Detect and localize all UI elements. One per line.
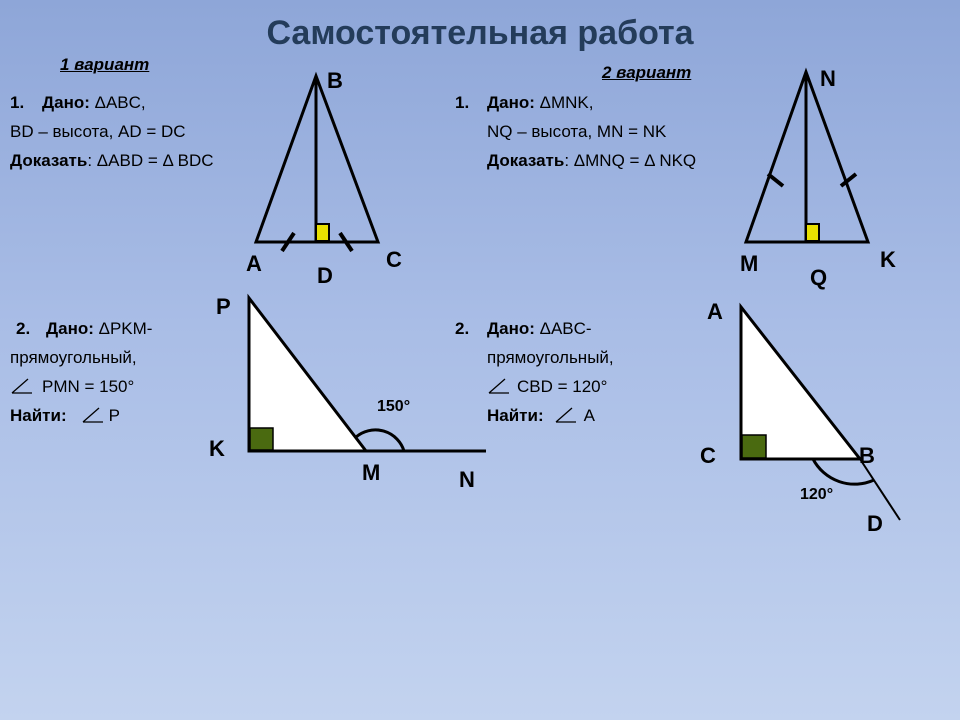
- prove-text: : ΔABD = Δ BDC: [87, 151, 214, 170]
- equal-tick-mn: [766, 172, 785, 188]
- figure-triangle-abc: B A C D: [246, 68, 402, 288]
- variant2-task2-line3: CBD = 120°: [455, 372, 614, 401]
- variant1-task1-line3: Доказать: ΔABD = Δ BDC: [10, 146, 214, 175]
- angle-arc-120: [811, 458, 875, 486]
- right-angle-mark: [741, 434, 767, 459]
- variant1-task1: 1. Дано: ΔABC, BD – высота, AD = DC Доказ…: [10, 88, 214, 175]
- variant2-task2-line4: Найти: A: [455, 401, 614, 430]
- given-label: Дано:: [42, 93, 90, 112]
- figure-triangle-mnk: N M K Q: [740, 66, 896, 290]
- task-number: 2.: [16, 319, 31, 338]
- variant1-task2-line4: Найти: P: [10, 401, 152, 430]
- variant2-task2-line1: 2. Дано: ΔABC-: [455, 314, 614, 343]
- label-p: P: [216, 294, 231, 319]
- task-number: 1.: [10, 93, 25, 112]
- given-text: ΔMNK,: [534, 93, 594, 112]
- label-m: M: [740, 251, 758, 276]
- given-text: ΔABC-: [534, 319, 592, 338]
- variant2-task1-line2: NQ – высота, MN = NK: [487, 122, 667, 141]
- triangle-abc-right: [739, 302, 864, 461]
- variant1-task2: 2.Дано: ΔPKM- прямоугольный, PMN = 150° …: [10, 314, 152, 430]
- angle-icon: [11, 378, 32, 394]
- find-text: A: [583, 406, 595, 425]
- variant1-task2-line1: 2. Дано: ΔPKM-: [10, 314, 152, 343]
- variant2-task1: 1. Дано: ΔMNK, NQ – высота, MN = NK Доказ…: [455, 88, 696, 175]
- given-text: ΔPKM-: [93, 319, 153, 338]
- variant1-heading: 1 вариант: [60, 55, 150, 74]
- label-m: M: [362, 460, 380, 485]
- angle-value-150: 150°: [377, 398, 410, 415]
- label-a: A: [707, 299, 723, 324]
- task-number: 2.: [455, 319, 470, 338]
- given-label: Дано:: [46, 319, 94, 338]
- angle-text: PMN = 150°: [42, 377, 135, 396]
- label-q: Q: [810, 265, 827, 290]
- variant1-task1-line1: 1. Дано: ΔABC,: [10, 88, 214, 117]
- given-label: Дано:: [487, 319, 535, 338]
- task-number: 1.: [455, 93, 470, 112]
- prove-label: Доказать: [487, 151, 565, 170]
- label-a: A: [246, 251, 262, 276]
- angle-icon: [555, 407, 576, 423]
- right-angle-mark: [315, 223, 330, 242]
- label-b: B: [859, 443, 875, 468]
- page-title: Самостоятельная работа: [266, 14, 694, 52]
- find-label: Найти:: [487, 406, 544, 425]
- angle-text: CBD = 120°: [517, 377, 608, 396]
- angle-arc-150: [355, 428, 406, 452]
- prove-text: : ΔMNQ = Δ NKQ: [564, 151, 697, 170]
- variant1-task1-line2: BD – высота, AD = DC: [10, 122, 186, 141]
- equal-tick-ad: [280, 231, 296, 253]
- figure-triangle-abc-right: A C B D 120°: [700, 299, 901, 536]
- variant1-task2-line2: прямоугольный,: [10, 348, 137, 367]
- label-c: C: [386, 247, 402, 272]
- label-d: D: [317, 263, 333, 288]
- given-text: ΔABC,: [89, 93, 146, 112]
- label-d: D: [867, 511, 883, 536]
- label-k: K: [209, 436, 225, 461]
- label-c: C: [700, 443, 716, 468]
- variant2-heading: 2 вариант: [602, 63, 692, 82]
- variant2-task2: 2.Дано: ΔABC- прямоугольный, CBD = 120° …: [455, 314, 614, 430]
- label-k: K: [880, 247, 896, 272]
- find-text: P: [108, 406, 120, 425]
- find-label: Найти:: [10, 406, 67, 425]
- variant1-task2-line3: PMN = 150°: [10, 372, 152, 401]
- figure-triangle-pkm: P K M N 150°: [209, 293, 486, 492]
- angle-icon: [488, 378, 509, 394]
- label-b: B: [327, 68, 343, 93]
- given-label: Дано:: [487, 93, 535, 112]
- equal-tick-nk: [839, 172, 858, 188]
- equal-tick-dc: [338, 231, 354, 253]
- triangle-pkm: [247, 293, 370, 453]
- variant2-task1-line3: Доказать: ΔMNQ = Δ NKQ: [455, 146, 696, 175]
- ray-bd: [859, 458, 901, 521]
- label-n: N: [820, 66, 836, 91]
- right-angle-mark: [249, 427, 274, 451]
- prove-label: Доказать: [10, 151, 88, 170]
- label-n: N: [459, 467, 475, 492]
- right-angle-mark: [805, 223, 820, 242]
- angle-icon: [82, 407, 103, 423]
- variant2-task1-line1: 1. Дано: ΔMNK,: [455, 88, 696, 117]
- variant2-task2-line2: прямоугольный,: [487, 348, 614, 367]
- angle-value-120: 120°: [800, 486, 833, 503]
